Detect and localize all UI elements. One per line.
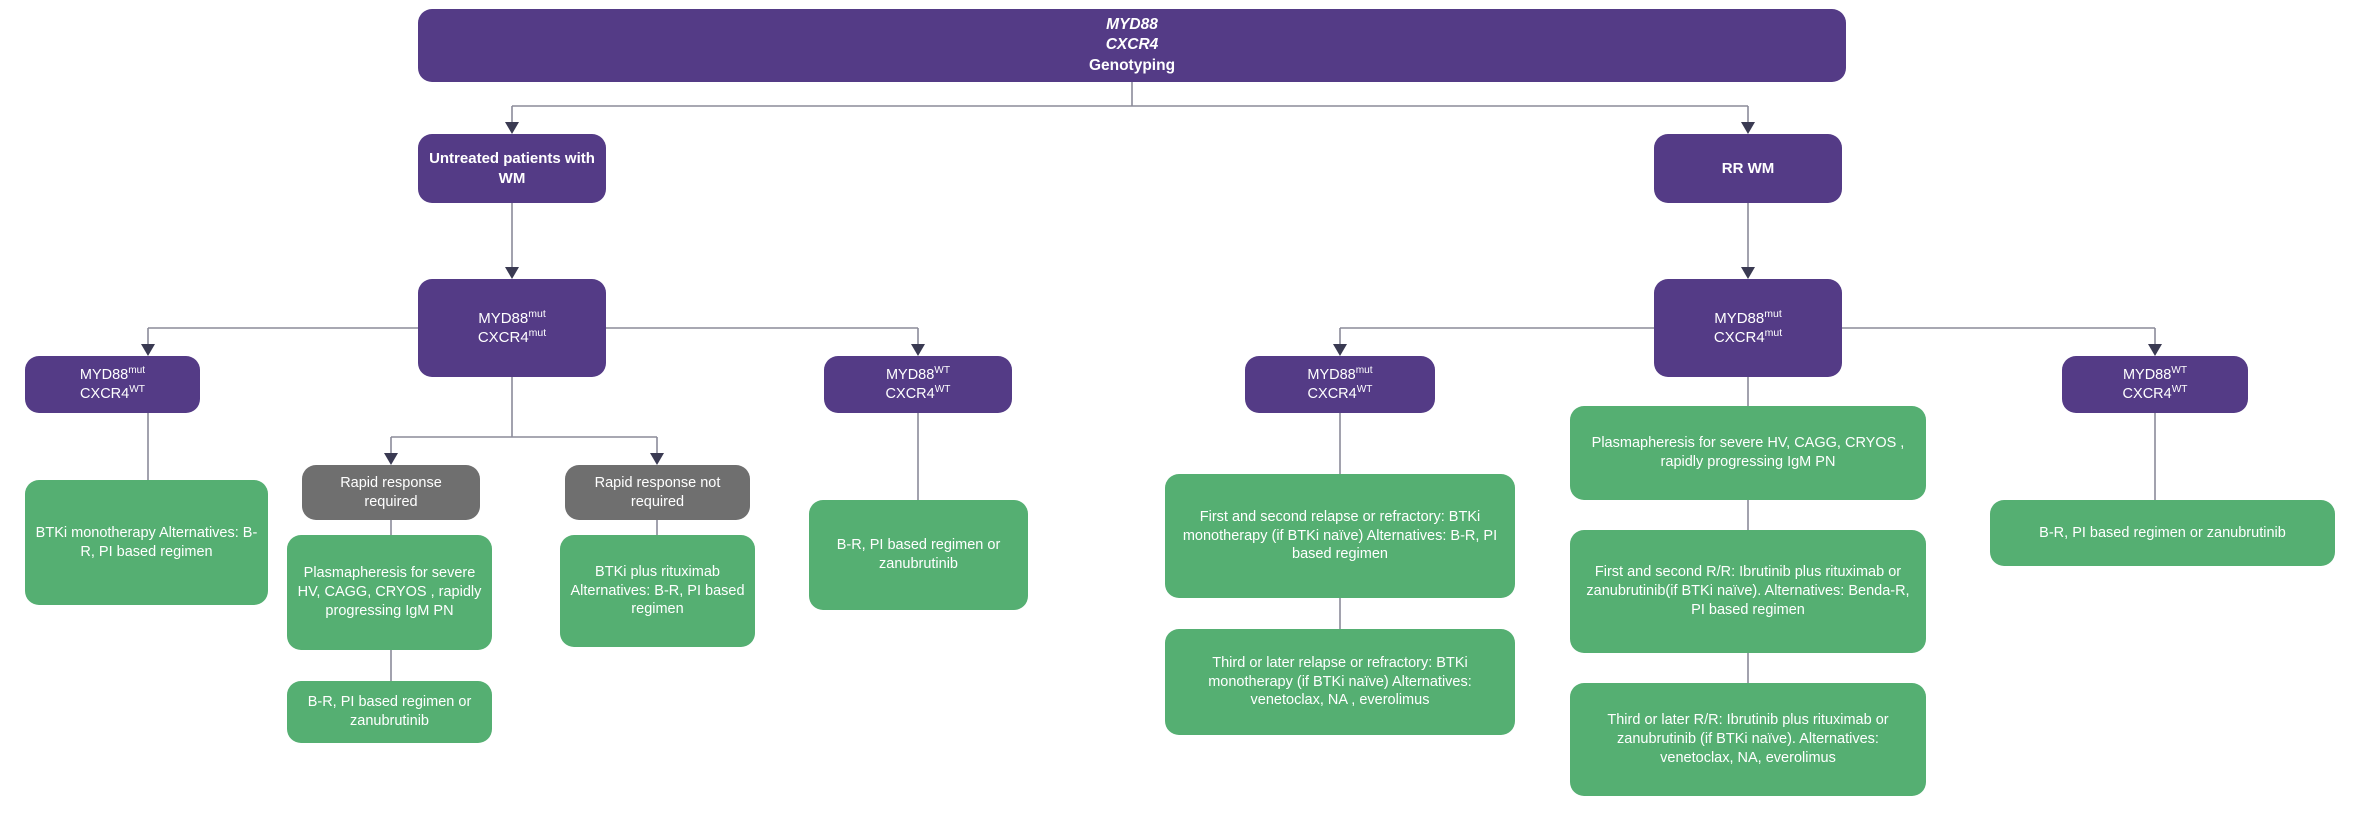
rr-wm-label: RR WM [1721, 159, 1775, 177]
tx-btki-rituximab-label: BTKi plus rituximab Alternatives: B-R, P… [570, 563, 745, 618]
arrowhead-right-mutmut [1741, 267, 1755, 279]
root-node-genotyping[interactable]: MYD88 CXCR4 Genotyping [418, 9, 1846, 82]
arrowhead-rapid-required [384, 453, 398, 465]
node-left-myd88wt-cxcr4wt[interactable]: MYD88WT CXCR4WT [824, 356, 1012, 413]
rapid-required-label: Rapid response required [340, 474, 442, 510]
arrowhead-left-mutwt [141, 344, 155, 356]
left-wtwt-gene2: CXCR4WT [885, 383, 951, 402]
right-mutwt-gene1: MYD88mut [1307, 364, 1373, 383]
node-right-myd88wt-cxcr4wt[interactable]: MYD88WT CXCR4WT [2062, 356, 2248, 413]
right-wtwt-gene1: MYD88WT [2122, 364, 2188, 383]
tx-right-wtwt-label: B-R, PI based regimen or zanubrutinib [2039, 524, 2286, 541]
tx-right-mutwt-tx1-label: First and second relapse or refractory: … [1182, 508, 1498, 563]
right-mutwt-gene2: CXCR4WT [1307, 383, 1373, 402]
tx-br-pi-zanubrutinib-left[interactable]: B-R, PI based regimen or zanubrutinib [287, 681, 492, 743]
right-mutmut-gene2: CXCR4mut [1713, 327, 1783, 346]
left-mutmut-gene1: MYD88mut [478, 307, 546, 327]
right-mutmut-gene1: MYD88mut [1714, 307, 1782, 327]
tx-right-mutmut-first-second-rr[interactable]: First and second R/R: Ibrutinib plus rit… [1570, 530, 1926, 653]
arrowhead-untreated [505, 122, 519, 134]
root-line-myd88: MYD88 [1106, 16, 1158, 34]
node-rapid-response-required[interactable]: Rapid response required [302, 465, 480, 520]
right-wtwt-gene2: CXCR4WT [2122, 383, 2188, 402]
arrowhead-left-mutmut [505, 267, 519, 279]
tx-right-mutwt-third-later-relapse[interactable]: Third or later relapse or refractory: BT… [1165, 629, 1515, 735]
tx-plasmapheresis-right-label: Plasmapheresis for severe HV, CAGG, CRYO… [1591, 435, 1905, 470]
tx-br-zanu-left-label: B-R, PI based regimen or zanubrutinib [307, 694, 472, 729]
root-line-genotyping: Genotyping [1088, 56, 1176, 74]
tx-right-mutmut-tx2-label: Third or later R/R: Ibrutinib plus ritux… [1607, 712, 1889, 766]
tx-left-wtwt-label: B-R, PI based regimen or zanubrutinib [836, 537, 1001, 572]
arrowhead-rapid-not-required [650, 453, 664, 465]
tx-left-mutwt-btki-monotherapy[interactable]: BTKi monotherapy Alternatives: B-R, PI b… [25, 480, 268, 605]
rapid-not-required-label: Rapid response not required [594, 474, 721, 510]
node-left-myd88mut-cxcr4wt[interactable]: MYD88mut CXCR4WT [25, 356, 200, 413]
node-rr-wm[interactable]: RR WM [1654, 134, 1842, 203]
tx-left-mutwt-label: BTKi monotherapy Alternatives: B-R, PI b… [35, 524, 258, 560]
tx-plasmapheresis-right[interactable]: Plasmapheresis for severe HV, CAGG, CRYO… [1570, 406, 1926, 500]
tx-right-mutwt-first-second-relapse[interactable]: First and second relapse or refractory: … [1165, 474, 1515, 598]
arrowhead-rr [1741, 122, 1755, 134]
arrowhead-right-wtwt [2148, 344, 2162, 356]
tx-left-wtwt[interactable]: B-R, PI based regimen or zanubrutinib [809, 500, 1028, 610]
node-rapid-response-not-required[interactable]: Rapid response not required [565, 465, 750, 520]
left-mutmut-gene2: CXCR4mut [477, 327, 547, 346]
left-mutwt-gene2: CXCR4WT [80, 383, 145, 402]
left-mutwt-gene1: MYD88mut [79, 364, 146, 383]
tx-right-mutmut-tx1-label: First and second R/R: Ibrutinib plus rit… [1586, 564, 1910, 618]
node-right-myd88mut-cxcr4wt[interactable]: MYD88mut CXCR4WT [1245, 356, 1435, 413]
tx-plasmapheresis-left-label: Plasmapheresis for severe HV, CAGG, CRYO… [297, 565, 482, 619]
node-left-myd88mut-cxcr4mut[interactable]: MYD88mut CXCR4mut [418, 279, 606, 377]
node-right-myd88mut-cxcr4mut[interactable]: MYD88mut CXCR4mut [1654, 279, 1842, 377]
tx-right-mutmut-third-later-rr[interactable]: Third or later R/R: Ibrutinib plus ritux… [1570, 683, 1926, 796]
tx-right-mutwt-tx2-label: Third or later relapse or refractory: BT… [1208, 654, 1472, 709]
arrowhead-right-mutwt [1333, 344, 1347, 356]
node-untreated-patients[interactable]: Untreated patients with WM [418, 134, 606, 203]
left-wtwt-gene1: MYD88WT [885, 364, 951, 383]
tx-plasmapheresis-left[interactable]: Plasmapheresis for severe HV, CAGG, CRYO… [287, 535, 492, 650]
tx-right-wtwt[interactable]: B-R, PI based regimen or zanubrutinib [1990, 500, 2335, 566]
untreated-label: Untreated patients with WM [429, 150, 595, 187]
arrowhead-left-wtwt [911, 344, 925, 356]
tx-btki-plus-rituximab[interactable]: BTKi plus rituximab Alternatives: B-R, P… [560, 535, 755, 647]
root-line-cxcr4: CXCR4 [1105, 36, 1159, 54]
